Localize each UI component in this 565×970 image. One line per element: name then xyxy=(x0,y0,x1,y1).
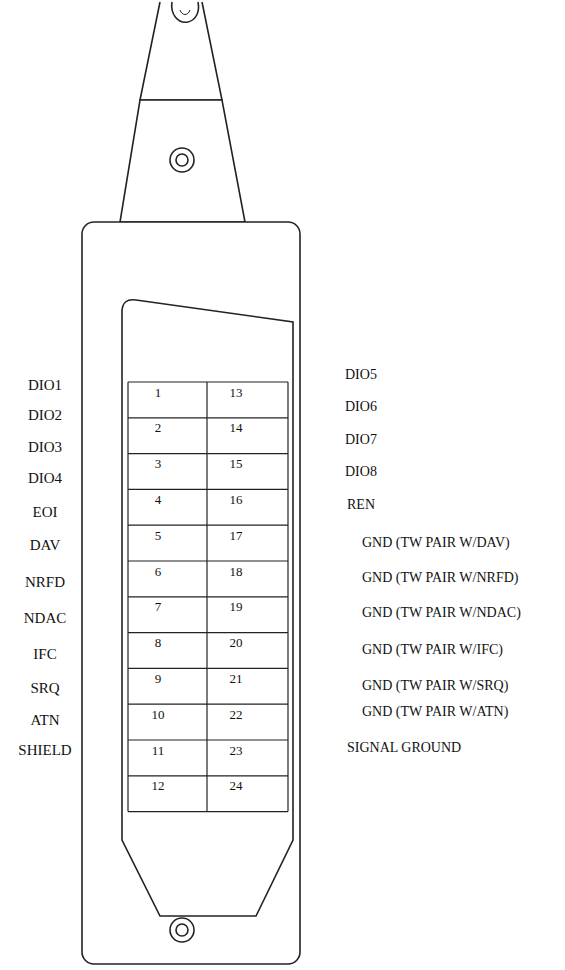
signal-name: GND (TW PAIR W/SRQ) xyxy=(362,679,508,693)
table-rule xyxy=(128,453,288,454)
table-rule xyxy=(128,704,288,705)
table-rule xyxy=(128,489,288,490)
pin-number: 1 xyxy=(155,386,162,399)
pin-number: 9 xyxy=(155,672,162,685)
signal-name: NDAC xyxy=(24,611,67,626)
signal-name: DIO8 xyxy=(345,465,377,479)
bottom-screw xyxy=(170,918,194,942)
signal-name: DIO3 xyxy=(28,440,62,455)
pin-number: 6 xyxy=(155,565,162,578)
pin-number: 12 xyxy=(152,779,165,792)
top-screw-inner xyxy=(176,154,188,166)
pin-number: 20 xyxy=(230,636,243,649)
signal-name: SHIELD xyxy=(18,743,71,758)
signal-name: GND (TW PAIR W/NDAC) xyxy=(362,606,521,620)
pin-number: 2 xyxy=(155,421,162,434)
pin-number: 14 xyxy=(230,421,243,434)
table-rule xyxy=(206,382,207,812)
signal-name: SRQ xyxy=(30,681,59,696)
pin-number: 7 xyxy=(155,600,162,613)
table-rule xyxy=(128,632,288,633)
pin-number: 22 xyxy=(230,708,243,721)
table-rule xyxy=(128,417,288,418)
table-rule xyxy=(128,596,288,597)
cable-cut-inner xyxy=(180,10,190,15)
d-shell xyxy=(122,300,293,916)
signal-name: GND (TW PAIR W/IFC) xyxy=(362,643,503,657)
pin-table xyxy=(128,382,288,812)
table-rule xyxy=(287,382,288,812)
pin-number: 4 xyxy=(155,493,162,506)
cable xyxy=(140,2,222,100)
connector-body xyxy=(82,222,300,964)
signal-name: GND (TW PAIR W/DAV) xyxy=(362,536,510,550)
pin-number: 24 xyxy=(230,779,243,792)
signal-name: DIO4 xyxy=(28,471,62,486)
signal-name: DIO6 xyxy=(345,400,377,414)
signal-name: IFC xyxy=(33,647,56,662)
pin-number: 8 xyxy=(155,636,162,649)
table-rule xyxy=(128,381,288,382)
pin-number: 18 xyxy=(230,565,243,578)
pin-number: 19 xyxy=(230,600,243,613)
cable-cut xyxy=(172,2,199,22)
table-rule xyxy=(128,739,288,740)
strain-relief xyxy=(120,100,245,222)
signal-name: NRFD xyxy=(25,575,65,590)
signal-name: DIO1 xyxy=(28,378,62,393)
signal-name: GND (TW PAIR W/ATN) xyxy=(362,705,508,719)
pin-number: 11 xyxy=(152,744,165,757)
signal-name: REN xyxy=(347,498,375,512)
table-rule xyxy=(128,668,288,669)
pin-number: 13 xyxy=(230,386,243,399)
bottom-screw-inner xyxy=(176,924,188,936)
pin-number: 23 xyxy=(230,744,243,757)
top-screw xyxy=(170,148,194,172)
pin-number: 21 xyxy=(230,672,243,685)
pin-number: 3 xyxy=(155,457,162,470)
signal-name: DIO7 xyxy=(345,433,377,447)
pin-number: 10 xyxy=(152,708,165,721)
table-rule xyxy=(128,811,288,812)
table-rule xyxy=(128,775,288,776)
signal-name: GND (TW PAIR W/NRFD) xyxy=(362,571,518,585)
pin-number: 15 xyxy=(230,457,243,470)
signal-name: DIO2 xyxy=(28,408,62,423)
signal-name: ATN xyxy=(30,713,59,728)
table-rule xyxy=(128,560,288,561)
table-rule xyxy=(127,382,128,812)
signal-name: DIO5 xyxy=(345,368,377,382)
pin-number: 17 xyxy=(230,529,243,542)
signal-name: SIGNAL GROUND xyxy=(347,741,461,755)
signal-name: DAV xyxy=(30,538,61,553)
table-rule xyxy=(128,525,288,526)
pin-number: 5 xyxy=(155,529,162,542)
signal-name: EOI xyxy=(33,505,58,520)
pin-number: 16 xyxy=(230,493,243,506)
